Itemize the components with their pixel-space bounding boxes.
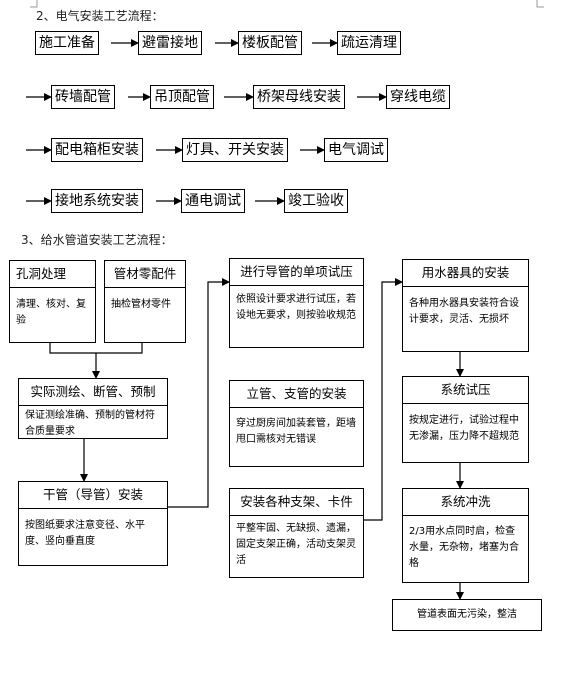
step-pipe-parts: 管材零配件 抽检管材零件: [104, 260, 186, 343]
electrical-section-heading: 2、电气安装工艺流程：: [36, 9, 164, 23]
corner-mark-icon: [30, 0, 38, 8]
flow-step: 电气调试: [324, 138, 388, 162]
step-description: 平整牢固、无缺损、遗漏，固定支架正确，活动支架灵活: [236, 523, 356, 566]
step-description: 按规定进行，试验过程中无渗漏，压力降不超规范: [409, 415, 519, 442]
step-description: 穿过厨房间加装套管，距墙甩口需核对无错误: [236, 418, 356, 445]
flow-step: 接地系统安装: [51, 189, 143, 213]
corner-mark-icon: [536, 0, 544, 8]
step-description: 抽检管材零件: [111, 299, 171, 310]
arrow-to-pressure-item: [168, 278, 230, 508]
step-system-flush: 系统冲洗 2/3用水点同时启，检查水量，无杂物，堵塞为合格: [402, 488, 529, 583]
step-title: 孔洞处理: [10, 261, 95, 288]
step-title: 进行导管的单项试压: [230, 259, 363, 286]
step-single-pressure-test: 进行导管的单项试压 依照设计要求进行试压，若设地无要求，则按验收规范: [229, 258, 364, 348]
flow-step: 施工准备: [35, 31, 99, 55]
flow-step: 避雷接地: [138, 31, 202, 55]
flow-step: 吊顶配管: [150, 85, 214, 109]
water-section-heading: 3、给水管道安装工艺流程：: [21, 233, 173, 247]
step-hole-treatment: 孔洞处理 清理、核对、复验: [9, 260, 96, 343]
arrow-to-fixture: [364, 278, 403, 521]
line-hole-merge: [49, 343, 96, 354]
step-title: 系统试压: [403, 377, 528, 404]
step-survey-cut-prefab: 实际测绘、断管、预制 保证测绘准确、预制的管材符合质量要求: [18, 378, 168, 439]
step-riser-branch: 立管、支管的安装 穿过厨房间加装套管，距墙甩口需核对无错误: [229, 380, 364, 467]
flow-step: 桥架母线安装: [253, 85, 345, 109]
flow-step: 穿线电缆: [386, 85, 450, 109]
step-title: 安装各种支架、卡件: [230, 489, 363, 516]
flow-step: 砖墙配管: [51, 85, 115, 109]
step-title: 立管、支管的安装: [230, 381, 363, 408]
step-description: 清理、核对、复验: [16, 299, 86, 326]
step-description: 2/3用水点同时启，检查水量，无杂物，堵塞为合格: [409, 526, 519, 569]
step-description: 保证测绘准确、预制的管材符合质量要求: [25, 410, 155, 437]
step-trunk-installation: 干管（导管）安装 按图纸要求注意变径、水平度、竖向垂直度: [18, 481, 168, 566]
step-description: 管道表面无污染，整洁: [417, 609, 517, 620]
flow-step: 通电调试: [181, 189, 245, 213]
step-description: 各种用水器具安装符合设计要求，灵活、无损坏: [409, 298, 519, 325]
flow-step: 竣工验收: [284, 189, 348, 213]
step-title: 用水器具的安装: [403, 260, 528, 287]
step-title: 干管（导管）安装: [19, 482, 167, 509]
step-title: 管材零配件: [105, 261, 185, 288]
step-description: 依照设计要求进行试压，若设地无要求，则按验收规范: [236, 294, 356, 321]
step-description: 按图纸要求注意变径、水平度、竖向垂直度: [25, 520, 145, 547]
flow-step: 楼板配管: [238, 31, 302, 55]
line-parts-merge: [96, 343, 143, 354]
flow-step: 配电箱柜安装: [51, 138, 143, 162]
step-supports-clamps: 安装各种支架、卡件 平整牢固、无缺损、遗漏，固定支架正确，活动支架灵活: [229, 488, 364, 578]
flow-step: 疏运清理: [337, 31, 401, 55]
step-title: 实际测绘、断管、预制: [19, 379, 167, 406]
step-final-check: 管道表面无污染，整洁: [392, 599, 542, 631]
step-system-pressure-test: 系统试压 按规定进行，试验过程中无渗漏，压力降不超规范: [402, 376, 529, 463]
flow-step: 灯具、开关安装: [182, 138, 288, 162]
step-fixture-installation: 用水器具的安装 各种用水器具安装符合设计要求，灵活、无损坏: [402, 259, 529, 352]
step-title: 系统冲洗: [403, 489, 528, 516]
